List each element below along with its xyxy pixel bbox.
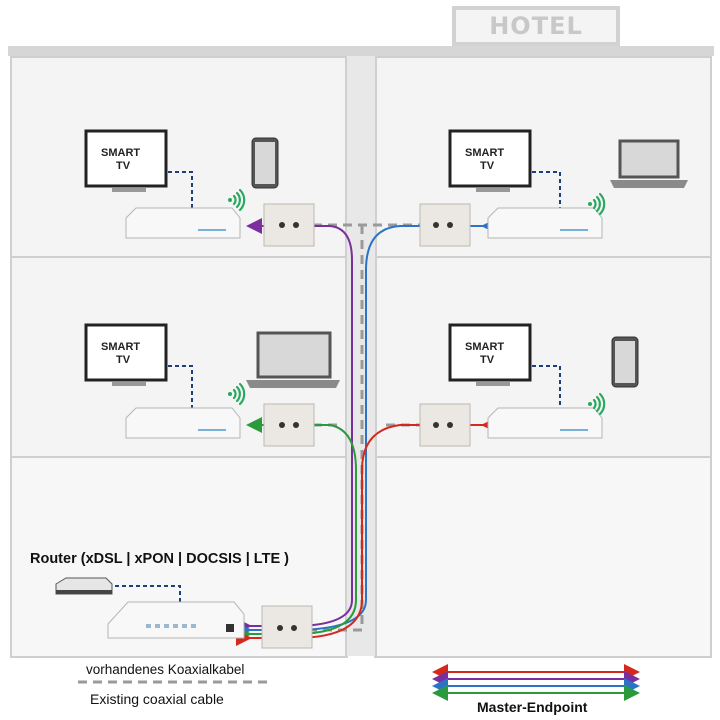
wall-socket-ground [261,605,313,649]
data-links [236,218,497,646]
wifi-icon [588,392,606,416]
ethernet-lines [108,171,561,606]
hotel-sign-text: HOTEL [489,12,583,40]
endpoint-modem-top-right [487,207,603,239]
tv-label-line2: TV [480,160,495,172]
coax-label-de: vorhandenes Koaxialkabel [86,662,245,677]
tv-label-line2: TV [480,354,495,366]
existing-coax-cable [298,223,440,632]
smart-tv-top-right: SMART TV [448,129,532,192]
wall-socket-mid-right [419,403,471,447]
smart-tv-mid-right: SMART TV [448,323,532,386]
endpoint-modem-mid-left [125,407,241,439]
tv-label-line1: SMART [465,341,504,353]
laptop-icon [610,139,688,188]
laptop-icon [246,331,340,388]
wall-socket-mid-left [263,403,315,447]
router-label: Router (xDSL | xPON | DOCSIS | LTE ) [30,551,289,567]
smart-tv-mid-left: SMART TV [84,323,168,386]
wifi-icon [228,188,246,212]
tv-label-line2: TV [116,354,131,366]
building-roof [8,46,714,56]
coax-label-en: Existing coaxial cable [90,691,224,707]
master-endpoint [107,601,245,639]
tablet-icon [611,336,639,388]
red-link [236,417,497,646]
master-endpoint-label: Master-Endpoint [477,699,588,715]
green-link [236,417,357,642]
endpoint-modem-mid-right [487,407,603,439]
tablet-icon [251,137,279,189]
hotel-sign: HOTEL [452,6,620,46]
tv-label-line2: TV [116,160,131,172]
wall-socket-top-left [263,203,315,247]
wifi-icon [228,382,246,406]
wall-socket-top-right [419,203,471,247]
wifi-icon [588,192,606,216]
tv-label-line1: SMART [101,147,140,159]
tv-label-line1: SMART [465,147,504,159]
smart-tv-top-left: SMART TV [84,129,168,192]
tv-label-line1: SMART [101,341,140,353]
legend-master-arrows [432,664,640,701]
endpoint-modem-top-left [125,207,241,239]
router-icon [55,577,113,595]
